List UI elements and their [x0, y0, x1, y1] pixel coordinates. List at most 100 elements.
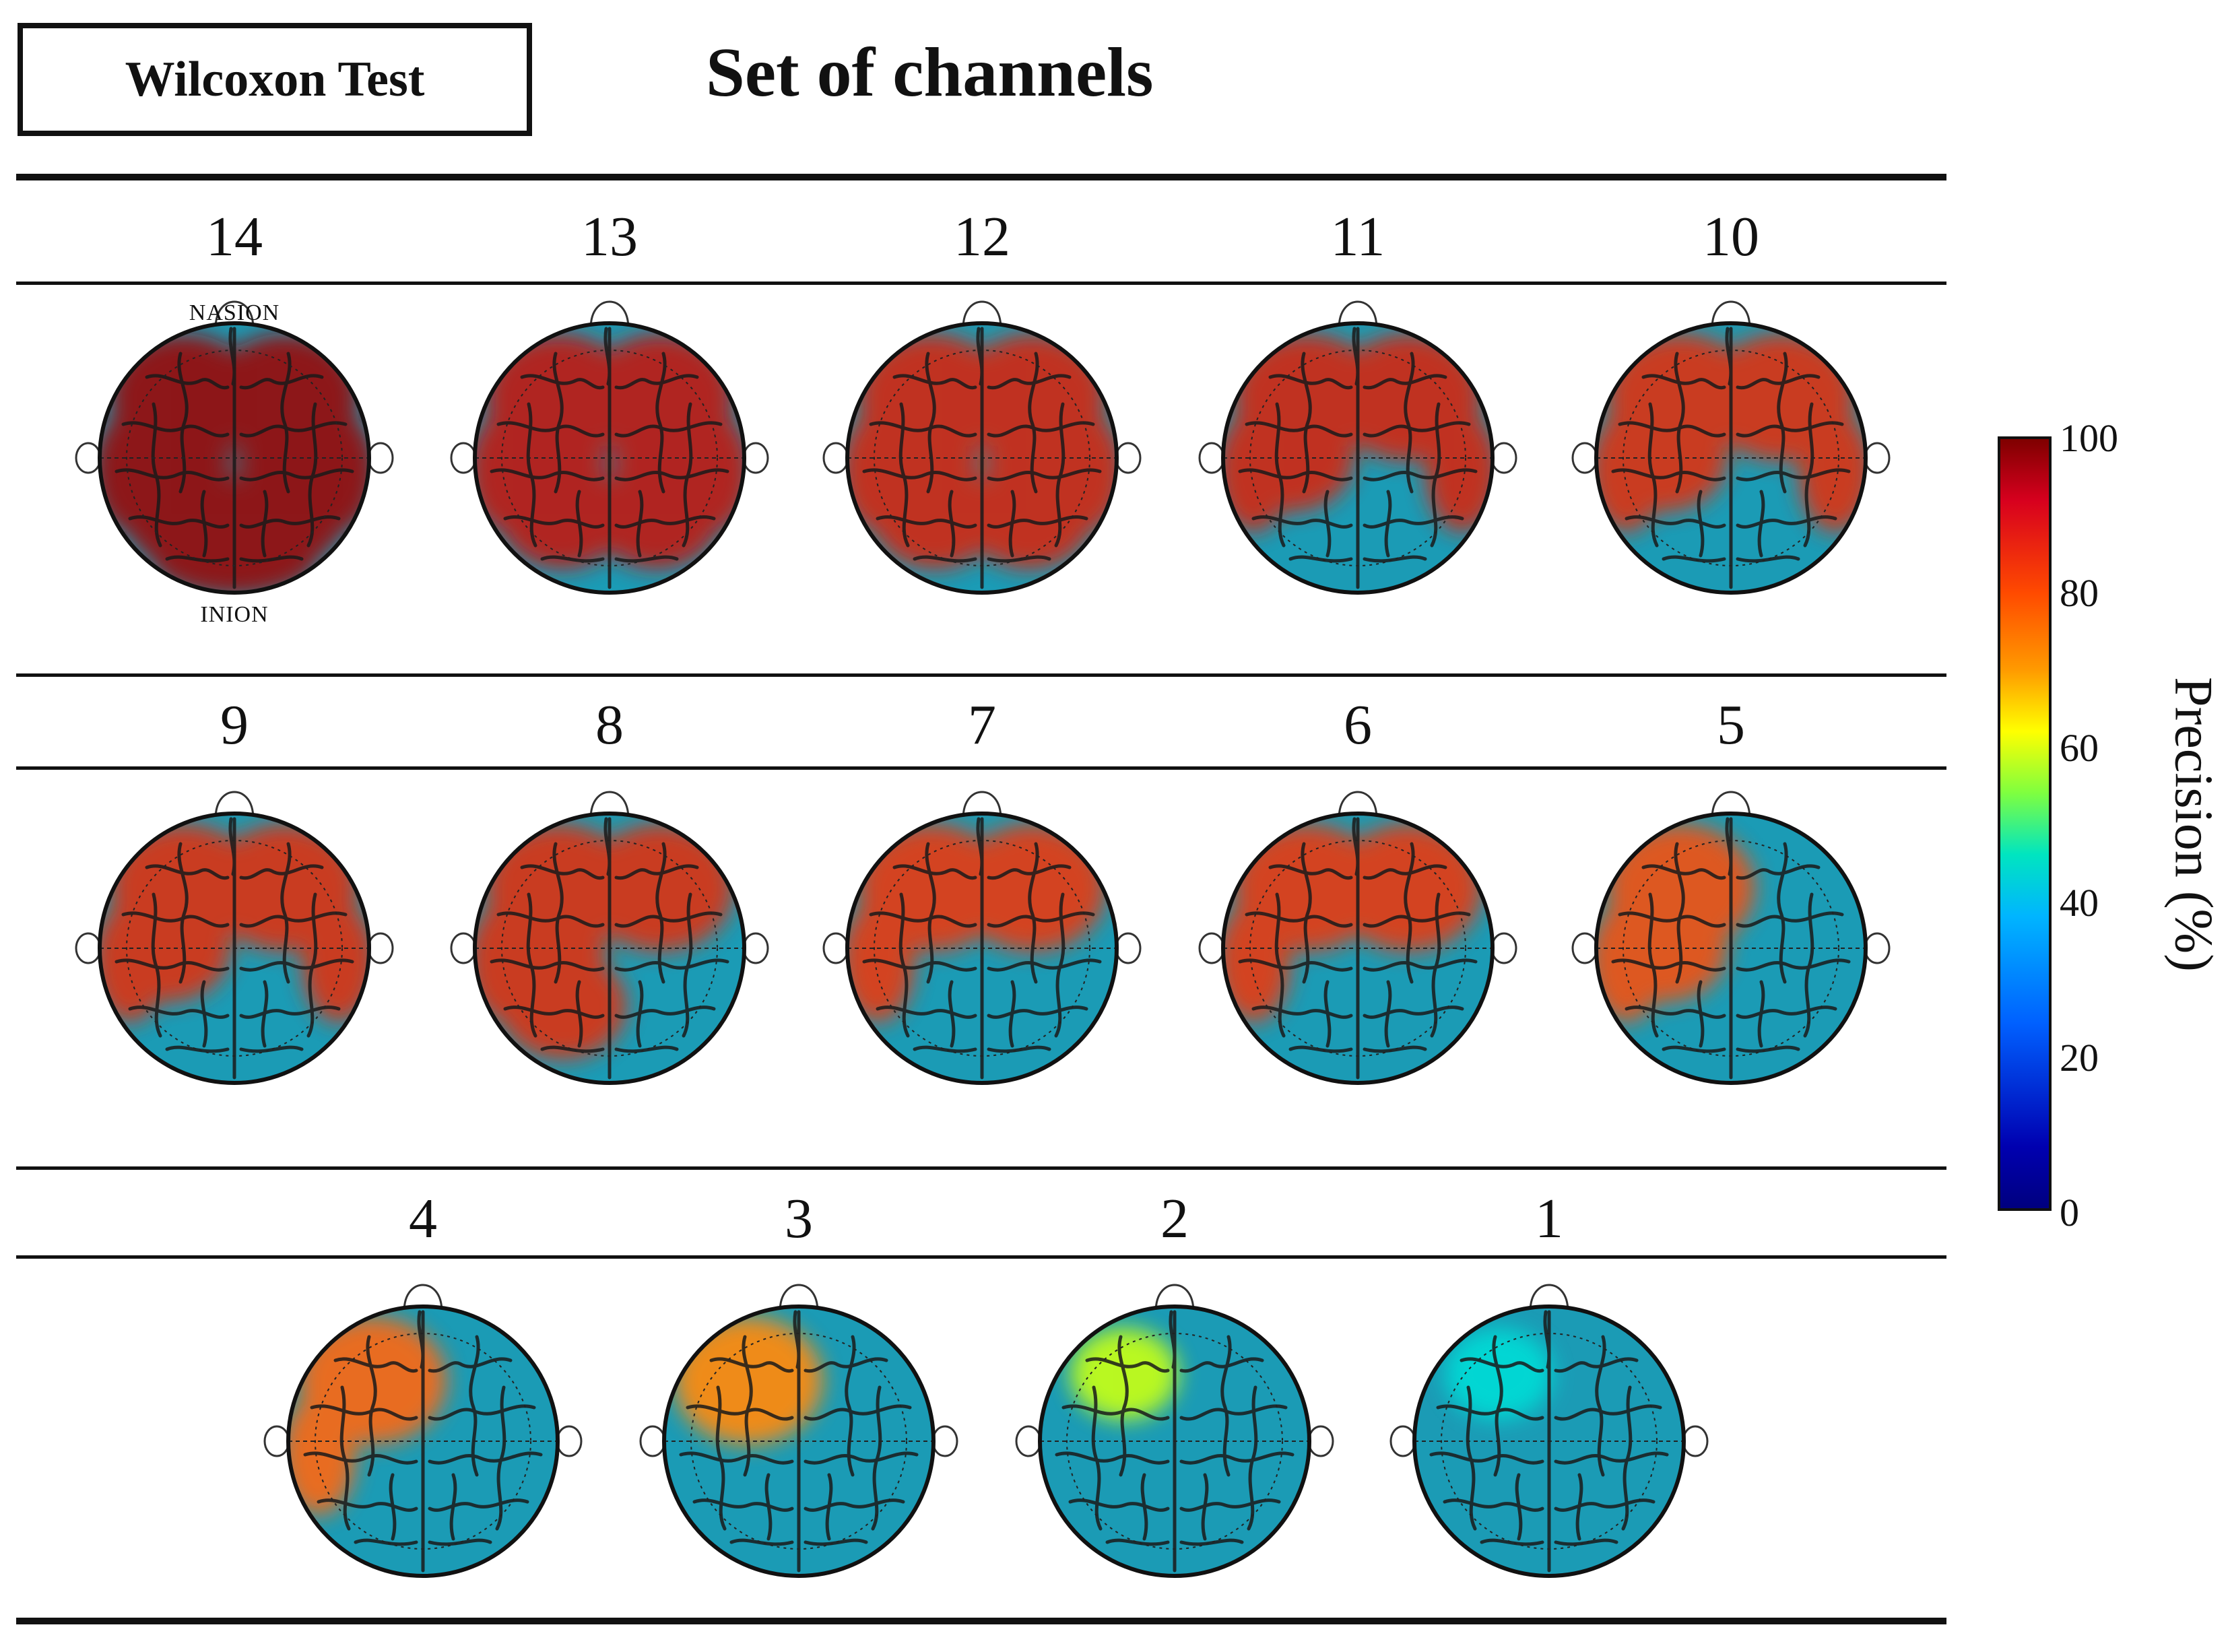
activation-layer [674, 1317, 822, 1445]
gyrus-line [1429, 1451, 1544, 1465]
channel-count-label: 4 [409, 1187, 437, 1250]
gyrus-line [1647, 402, 1659, 548]
gyrus-line [526, 892, 537, 1038]
gyrus-line [1697, 980, 1705, 1048]
gyrus-line [925, 352, 936, 494]
right-ear-icon [742, 932, 769, 964]
gyrus-line [614, 864, 699, 880]
left-ear-icon [75, 442, 102, 474]
gyrus-line [303, 1451, 418, 1465]
right-ear-icon [1307, 1425, 1334, 1457]
gyrus-line [1404, 842, 1415, 984]
head-outline [1412, 1304, 1686, 1578]
gyrus-line [239, 515, 341, 529]
left-ear-icon [1571, 932, 1598, 964]
gyrus-line [1757, 490, 1765, 558]
precision-colorbar [1998, 436, 2052, 1211]
gyrus-line [1363, 864, 1447, 880]
activation-region [674, 1317, 822, 1445]
brain-topomap [66, 780, 403, 1117]
gyrus-line [1268, 864, 1353, 880]
head-outline [473, 321, 746, 595]
gyrus-line [1554, 1538, 1618, 1546]
right-ear-icon [742, 442, 769, 474]
gyrus-line [1460, 1357, 1544, 1373]
gyrus-line [1554, 1451, 1669, 1465]
gyrus-line [804, 1498, 905, 1512]
gyrus-line [862, 958, 977, 972]
channel-count-label: 9 [220, 694, 249, 756]
inion-label: INION [200, 602, 269, 627]
left-ear-icon [1198, 932, 1225, 964]
gyrus-line [552, 352, 564, 494]
colorbar-tick-label: 40 [2060, 881, 2099, 925]
gyrus-line [1352, 327, 1360, 386]
gyrus-line [1274, 402, 1286, 548]
gyrus-line [306, 892, 318, 1038]
gyrus-line [128, 515, 230, 529]
gyrus-line [1736, 1045, 1800, 1053]
gyrus-line [1611, 468, 1726, 482]
divider-row3-under-labels [16, 1255, 1946, 1259]
channel-count-label: 11 [1330, 205, 1385, 268]
gyrus-line [1736, 1005, 1837, 1019]
gyrus-line [1363, 1045, 1427, 1053]
gyrus-line [1068, 1498, 1170, 1512]
gyrus-line [1777, 842, 1788, 984]
gyrus-line [1288, 555, 1353, 563]
gyrus-line [1055, 1451, 1170, 1465]
left-ear-icon [822, 932, 849, 964]
gyrus-line [845, 1335, 856, 1477]
electrode-reference-ring [501, 350, 718, 566]
gyrus-line [1647, 892, 1659, 1038]
left-ear-icon [450, 932, 477, 964]
gyrus-line [1757, 980, 1765, 1048]
gyrus-line [987, 864, 1072, 880]
gyrus-line [1443, 1498, 1544, 1512]
gyrus-line [575, 980, 583, 1048]
electrode-reference-ring [501, 840, 718, 1057]
colorbar-tick-label: 100 [2060, 416, 2118, 460]
gyrus-line [603, 817, 612, 876]
gyrus-line [1363, 468, 1478, 482]
gyrus-line [339, 1385, 351, 1531]
channel-count-label: 8 [595, 694, 624, 756]
gyrus-line [552, 842, 564, 984]
gyrus-line [239, 374, 324, 390]
gyrus-line [1736, 555, 1800, 563]
gyrus-line [261, 490, 269, 558]
right-ear-icon [367, 932, 394, 964]
gyrus-line [428, 1498, 529, 1512]
gyrus-line [1480, 1538, 1544, 1546]
gyrus-line [1179, 1538, 1244, 1546]
brain-topomap-svg [1389, 1284, 1709, 1578]
activation-layer [1223, 824, 1482, 1022]
gyrus-line [1169, 1310, 1177, 1369]
brain-topomap-svg [263, 1284, 583, 1578]
gyrus-line [948, 980, 956, 1048]
gyri-pattern [114, 817, 354, 1080]
gyrus-line [469, 1335, 480, 1477]
gyrus-line [614, 958, 729, 972]
gyrus-line [428, 1357, 513, 1373]
gyrus-line [862, 468, 977, 482]
gyrus-line [1251, 515, 1353, 529]
gyrus-line [976, 817, 984, 876]
gyrus-line [1641, 864, 1726, 880]
gyrus-line [145, 864, 230, 880]
gyrus-line [520, 864, 605, 880]
gyrus-line [913, 555, 977, 563]
gyrus-line [709, 1357, 794, 1373]
gyrus-line [1736, 468, 1851, 482]
gyrus-line [948, 490, 956, 558]
activation-region [958, 824, 1107, 952]
activation-region [586, 824, 734, 952]
brain-topomap [1563, 290, 1899, 626]
gyrus-line [1140, 1473, 1148, 1541]
gyrus-line [898, 892, 910, 1038]
test-label-box: Wilcoxon Test [18, 23, 532, 136]
head-outline [662, 1304, 936, 1578]
gyrus-line [526, 402, 537, 548]
brain-topomap-svg [1571, 791, 1891, 1085]
channel-count-label: 3 [785, 1187, 813, 1250]
